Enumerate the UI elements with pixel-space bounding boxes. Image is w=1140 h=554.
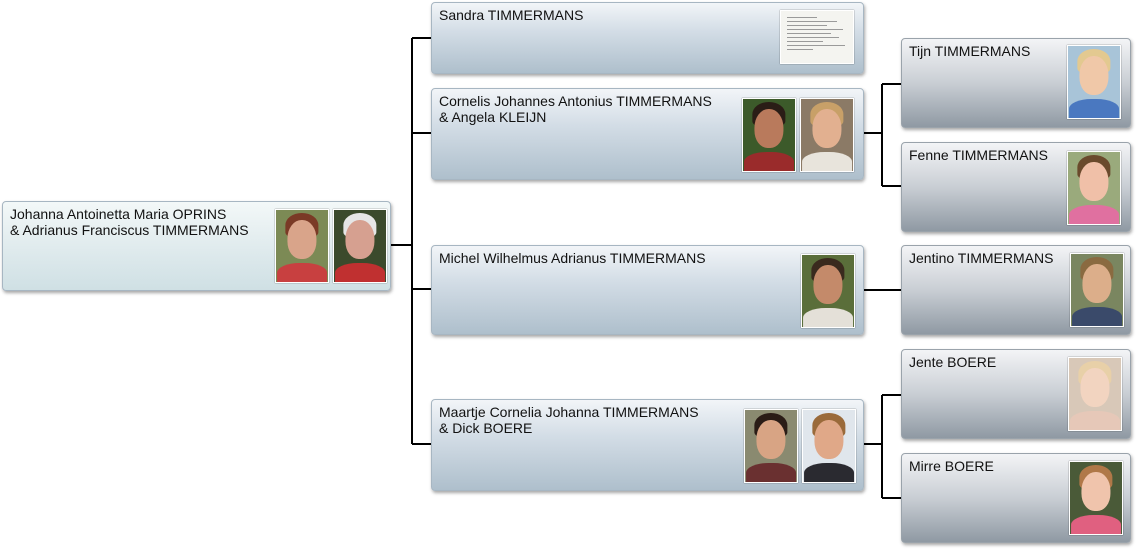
person-name: Mirre BOERE: [909, 458, 994, 474]
person-card-michel[interactable]: Michel Wilhelmus Adrianus TIMMERMANS: [431, 245, 864, 335]
person-name: Cornelis Johannes Antonius TIMMERMANS & …: [439, 93, 712, 125]
name-line-2: & Adrianus Franciscus TIMMERMANS: [10, 222, 249, 238]
person-name: Jente BOERE: [909, 354, 996, 370]
person-card-fenne[interactable]: Fenne TIMMERMANS: [901, 142, 1131, 232]
photo-group: [1067, 151, 1121, 225]
name-line-2: & Dick BOERE: [439, 420, 533, 436]
person-name: Michel Wilhelmus Adrianus TIMMERMANS: [439, 250, 706, 266]
person-card-jentino[interactable]: Jentino TIMMERMANS: [901, 245, 1131, 335]
portrait-woman-icon[interactable]: [800, 98, 854, 172]
name-line-1: Fenne TIMMERMANS: [909, 147, 1048, 163]
photo-group: [1068, 357, 1122, 431]
photo-group: [801, 254, 855, 328]
person-card-root[interactable]: Johanna Antoinetta Maria OPRINS & Adrian…: [2, 201, 391, 291]
person-name: Johanna Antoinetta Maria OPRINS & Adrian…: [10, 206, 249, 238]
name-line-1: Mirre BOERE: [909, 458, 994, 474]
photo-group: [1069, 461, 1123, 535]
person-card-sandra[interactable]: Sandra TIMMERMANS: [431, 2, 864, 74]
portrait-woman-icon[interactable]: [744, 409, 798, 483]
photo-group: [275, 209, 387, 283]
portrait-boy-icon[interactable]: [1067, 45, 1121, 119]
portrait-girl-icon[interactable]: [1069, 461, 1123, 535]
name-line-1: Jente BOERE: [909, 354, 997, 370]
name-line-1: Jentino TIMMERMANS: [909, 250, 1054, 266]
person-card-tijn[interactable]: Tijn TIMMERMANS: [901, 38, 1131, 128]
photo-group: [744, 409, 856, 483]
person-name: Tijn TIMMERMANS: [909, 43, 1030, 59]
portrait-man-icon[interactable]: [742, 98, 796, 172]
person-name: Sandra TIMMERMANS: [439, 7, 583, 23]
portrait-man-icon[interactable]: [802, 409, 856, 483]
person-card-maartje[interactable]: Maartje Cornelia Johanna TIMMERMANS & Di…: [431, 399, 864, 491]
photo-group: [742, 98, 854, 172]
photo-group: [780, 10, 854, 64]
name-line-1: Sandra TIMMERMANS: [439, 7, 584, 23]
person-card-cornelis[interactable]: Cornelis Johannes Antonius TIMMERMANS & …: [431, 88, 864, 180]
name-line-1: Tijn TIMMERMANS: [909, 43, 1031, 59]
person-name: Fenne TIMMERMANS: [909, 147, 1048, 163]
portrait-girl-icon[interactable]: [1067, 151, 1121, 225]
portrait-woman-icon[interactable]: [275, 209, 329, 283]
document-scan-icon[interactable]: [780, 10, 854, 64]
person-name: Maartje Cornelia Johanna TIMMERMANS & Di…: [439, 404, 699, 436]
portrait-man-icon[interactable]: [333, 209, 387, 283]
person-card-jente[interactable]: Jente BOERE: [901, 349, 1131, 439]
photo-group: [1070, 253, 1124, 327]
portrait-man-icon[interactable]: [801, 254, 855, 328]
portrait-girl-icon[interactable]: [1068, 357, 1122, 431]
name-line-1: Johanna Antoinetta Maria OPRINS: [10, 206, 227, 222]
person-card-mirre[interactable]: Mirre BOERE: [901, 453, 1131, 543]
person-name: Jentino TIMMERMANS: [909, 250, 1053, 266]
name-line-1: Michel Wilhelmus Adrianus TIMMERMANS: [439, 250, 706, 266]
name-line-2: & Angela KLEIJN: [439, 109, 547, 125]
name-line-1: Maartje Cornelia Johanna TIMMERMANS: [439, 404, 699, 420]
name-line-1: Cornelis Johannes Antonius TIMMERMANS: [439, 93, 712, 109]
portrait-boy-icon[interactable]: [1070, 253, 1124, 327]
photo-group: [1067, 45, 1121, 119]
